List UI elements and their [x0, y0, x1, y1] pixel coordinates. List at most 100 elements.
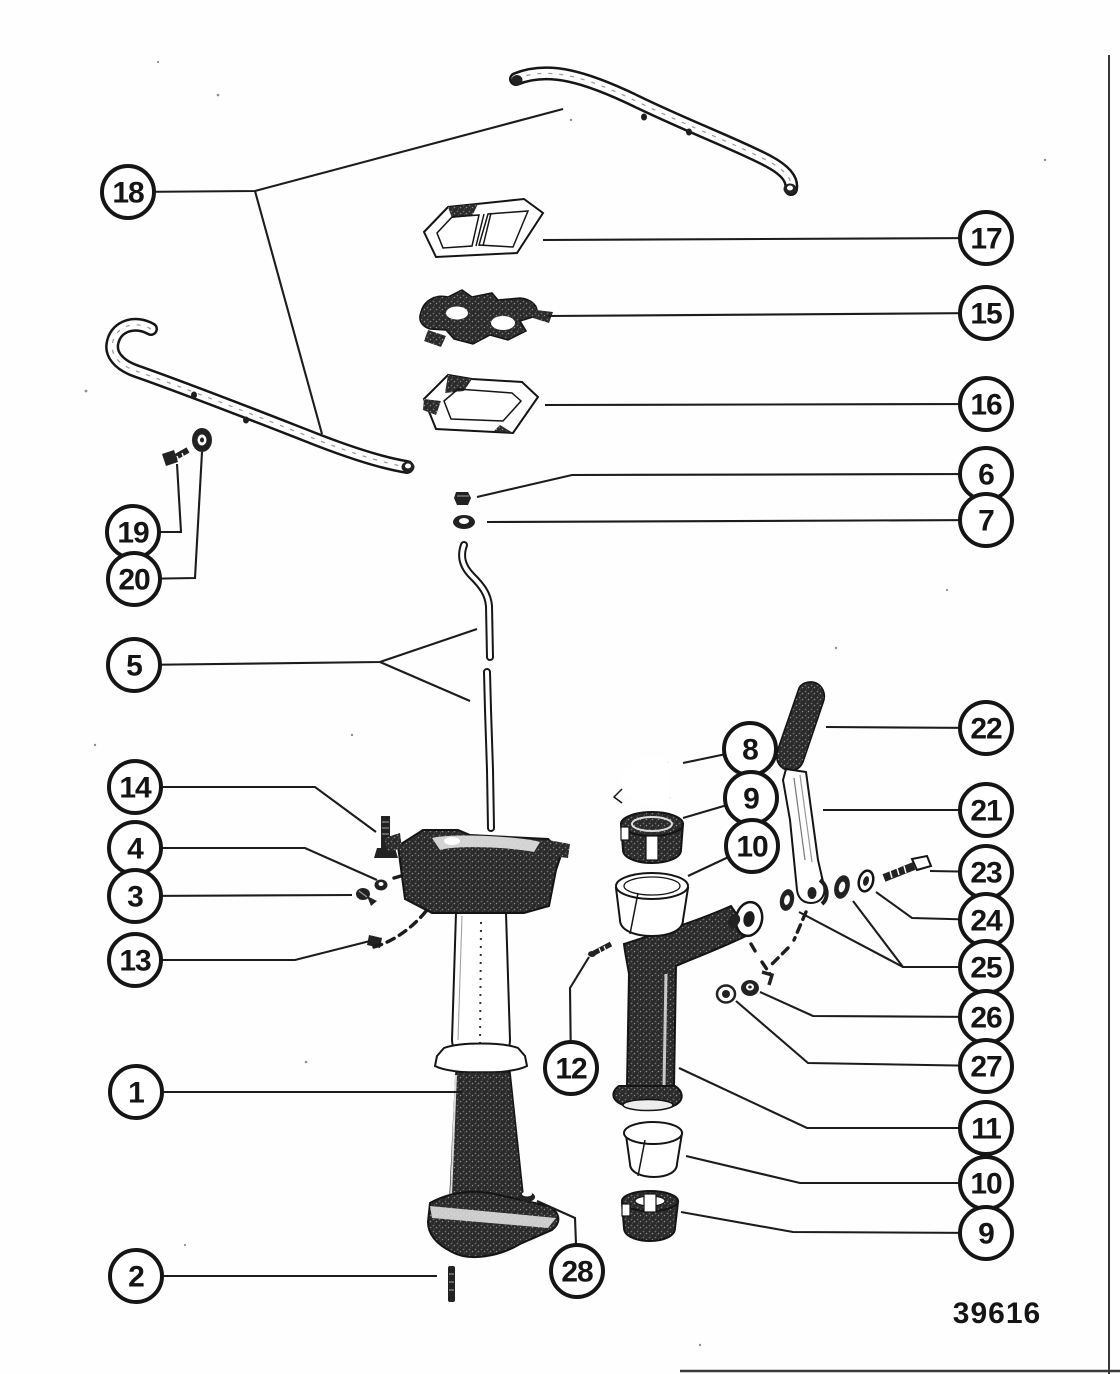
- callout-circle-13: [107, 932, 163, 988]
- callout-circle-20: [106, 551, 162, 607]
- callout-number-4: 4: [127, 833, 144, 866]
- tube-rivet: [641, 113, 647, 121]
- tube-end-opening: [511, 75, 523, 85]
- pivot-bolt: [882, 854, 933, 882]
- callout-27: 27: [958, 1038, 1014, 1094]
- callout-number-10-b: 10: [970, 1168, 1002, 1201]
- tube-rivet: [243, 416, 249, 424]
- shift-rod: [458, 541, 495, 832]
- callout-8: 8: [722, 721, 778, 777]
- shift-handle-grip: [775, 681, 826, 772]
- callout-25: 25: [958, 939, 1014, 995]
- callout-circle-14: [107, 759, 163, 815]
- callout-number-11: 11: [971, 1113, 1001, 1146]
- callout-number-24: 24: [970, 905, 1003, 938]
- callout-number-28: 28: [561, 1256, 593, 1289]
- retainer-clip: [761, 970, 775, 986]
- lock-washer-b: [857, 869, 875, 893]
- lower-pump-gasket: [422, 373, 540, 435]
- callout-circle-17: [958, 210, 1014, 266]
- callout-number-21: 21: [970, 795, 1002, 828]
- callout-number-18: 18: [112, 177, 144, 210]
- leader-line-14: [135, 785, 377, 833]
- driveshaft-housing: [384, 829, 570, 1259]
- locating-pin: [448, 1266, 455, 1302]
- rod-nut: [454, 492, 471, 505]
- callout-11: 11: [958, 1100, 1014, 1156]
- retainer-clamp: [612, 756, 672, 805]
- callout-circle-27: [958, 1038, 1014, 1094]
- exhaust-elbow: [612, 900, 772, 1112]
- callout-circle-2: [108, 1248, 164, 1304]
- callout-number-8: 8: [742, 734, 758, 767]
- callout-7: 7: [958, 492, 1014, 548]
- callout-15: 15: [958, 285, 1014, 341]
- split-collar-upper: [619, 811, 685, 865]
- callout-number-7: 7: [978, 505, 994, 538]
- lever-eye: [807, 887, 817, 899]
- callout-circle-7: [958, 492, 1014, 548]
- callout-13: 13: [107, 932, 163, 988]
- water-pump-face-plate: [419, 289, 553, 347]
- callout-circle-10: [724, 818, 780, 874]
- callout-number-22: 22: [970, 713, 1002, 746]
- leader-line-13: [135, 939, 371, 962]
- leader-line-17: [542, 236, 987, 242]
- lock-washer-a: [834, 875, 850, 899]
- callout-20: 20: [106, 551, 162, 607]
- callout-circle-15: [958, 285, 1014, 341]
- leader-line-18: [127, 107, 564, 194]
- callout-number-15: 15: [970, 298, 1002, 331]
- callout-24: 24: [958, 892, 1014, 948]
- callout-number-5: 5: [126, 650, 142, 683]
- callout-number-2: 2: [128, 1261, 144, 1294]
- leader-line-5: [133, 628, 478, 667]
- callout-28: 28: [549, 1243, 605, 1299]
- exhaust-tube-upper: [509, 66, 799, 196]
- tube-rivet: [686, 128, 692, 136]
- callout-16: 16: [958, 376, 1014, 432]
- tube-rivet: [191, 391, 197, 399]
- pivot-screw: [356, 888, 377, 906]
- callout-circle-21: [958, 782, 1014, 838]
- leader-line-26: [759, 991, 987, 1019]
- flat-washer: [374, 879, 388, 891]
- leader-line-25: [798, 911, 904, 968]
- callout-number-1: 1: [128, 1077, 144, 1110]
- scan-noise: [84, 60, 1047, 1347]
- split-collar-lower: [620, 1190, 680, 1243]
- callout-9-b: 9: [958, 1205, 1014, 1261]
- callout-14: 14: [107, 759, 163, 815]
- callout-number-19: 19: [117, 517, 149, 550]
- leader-line-27: [735, 1000, 987, 1068]
- clamp-washer: [192, 428, 212, 452]
- water-pump-base-gasket: [422, 197, 545, 259]
- leader-line-9: [680, 1210, 987, 1235]
- callout-layer: 1819205144313128910122817151667222123242…: [100, 107, 1014, 1304]
- callout-number-13: 13: [119, 945, 151, 978]
- callout-circle-9-b: [958, 1205, 1014, 1261]
- leader-line-10: [685, 1154, 986, 1185]
- leader-line-6: [476, 472, 987, 499]
- callout-circle-3: [107, 868, 163, 924]
- leader-line-4: [135, 846, 378, 881]
- callout-3: 3: [107, 868, 163, 924]
- callout-circle-28: [549, 1243, 605, 1299]
- rubber-grommet: [715, 984, 737, 1004]
- rod-washer: [453, 515, 475, 529]
- callout-circle-12: [543, 1040, 599, 1096]
- page-edge: [680, 55, 1120, 1374]
- callout-9: 9: [723, 770, 779, 826]
- clamp-screw: [162, 447, 190, 466]
- callout-number-14: 14: [119, 772, 152, 805]
- callout-21: 21: [958, 782, 1014, 838]
- callout-circle-18: [100, 164, 156, 220]
- callout-17: 17: [958, 210, 1014, 266]
- drain-plug: [519, 1191, 535, 1202]
- leader-line-18: [253, 190, 324, 435]
- callout-number-3: 3: [127, 881, 143, 914]
- callout-circle-22: [958, 700, 1014, 756]
- callout-19: 19: [105, 504, 161, 560]
